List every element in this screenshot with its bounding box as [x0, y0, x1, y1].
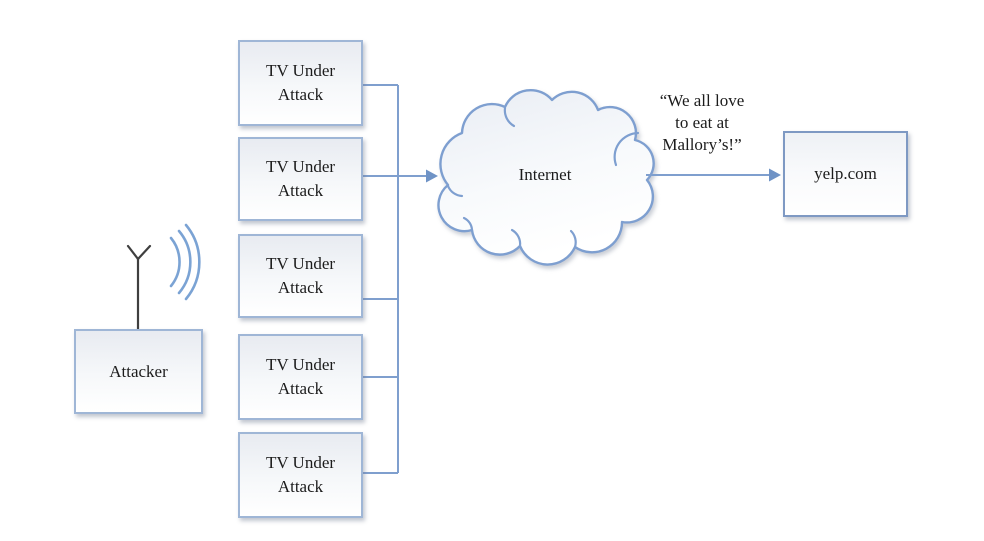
arrowhead-icon [426, 169, 438, 183]
tv-node-label: TV Under Attack [265, 254, 336, 297]
tv-under-attack-node-1: TV Under Attack [238, 40, 363, 126]
tv-under-attack-node-2: TV Under Attack [238, 137, 363, 221]
arrowhead-icon [769, 168, 781, 182]
yelp-node-label: yelp.com [814, 164, 877, 183]
tv-node-label: TV Under Attack [265, 355, 336, 398]
cloud-inner-seams [446, 106, 640, 249]
tv-connector-bus [363, 84, 399, 474]
arrow-to-yelp [646, 168, 781, 182]
internet-label: Internet [518, 165, 572, 184]
attacker-label: Attacker [109, 361, 168, 381]
attacker-node: Attacker [74, 329, 203, 414]
antenna-icon [126, 244, 152, 332]
internet-cloud-shape [437, 89, 655, 266]
tv-under-attack-node-3: TV Under Attack [238, 234, 363, 318]
wireless-signal-icon [169, 223, 201, 301]
tv-under-attack-node-4: TV Under Attack [238, 334, 363, 420]
tv-node-label: TV Under Attack [265, 157, 336, 200]
tv-under-attack-node-5: TV Under Attack [238, 432, 363, 518]
attack-message-text: “We all love to eat at Mallory’s!” [659, 91, 745, 154]
tv-node-label: TV Under Attack [265, 453, 336, 496]
arrow-to-internet [398, 169, 438, 183]
yelp-node: yelp.com [783, 131, 908, 217]
tv-node-label: TV Under Attack [265, 61, 336, 104]
